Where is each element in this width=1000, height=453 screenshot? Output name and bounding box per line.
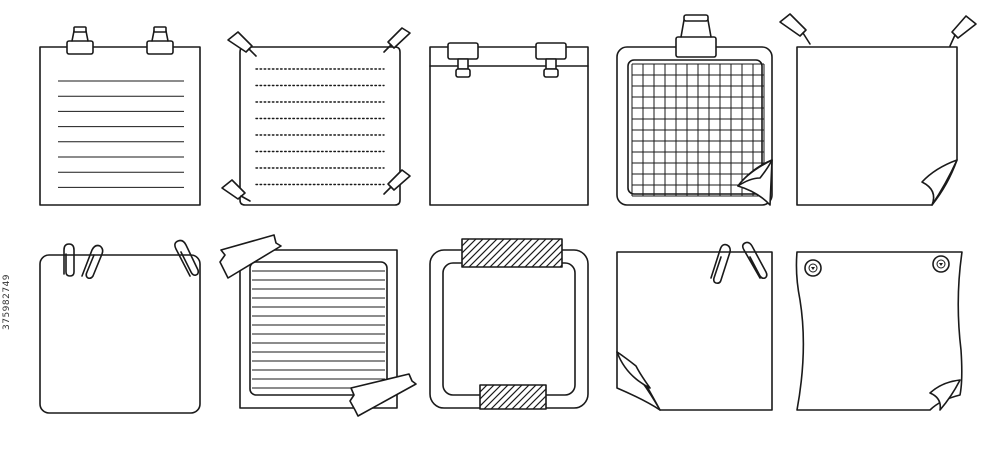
note-rule-line: [531, 239, 561, 267]
pushpin-icon: [779, 13, 811, 45]
note-rule-line: [511, 385, 537, 409]
binder-clip-icon: [66, 26, 94, 55]
paperclip-icon: [63, 243, 75, 277]
pinned-note-curled: [779, 13, 977, 206]
paperclip-icon: [81, 244, 104, 280]
note-rule-line: [482, 239, 512, 267]
thumbtack-icon: [804, 259, 822, 277]
pushpin-icon: [383, 27, 411, 53]
lined-note-binder-clips: [39, 26, 201, 206]
note-rule-line: [539, 402, 546, 409]
note-rule-line: [489, 239, 519, 267]
tape-strip: [349, 373, 417, 417]
note-rule-line: [518, 385, 544, 409]
note-rule-line: [462, 239, 491, 267]
note-rule-line: [490, 385, 516, 409]
pushpin-icon: [221, 179, 251, 202]
note-rule-line: [462, 239, 484, 261]
binder-clip-icon: [447, 42, 479, 78]
note-rule-line: [496, 239, 526, 267]
note-rule-line: [588, 239, 616, 267]
paperclip-icon: [741, 241, 768, 280]
note-rule-line: [475, 239, 505, 267]
thumbtack-icon: [932, 255, 950, 273]
note-rule-line: [532, 395, 546, 409]
grid-note-curled: [616, 14, 773, 206]
paperclip-icon: [710, 243, 731, 284]
note-rule-line: [552, 257, 562, 267]
framed-lined-note-tape: [219, 234, 417, 417]
note-rule-line: [503, 239, 533, 267]
blank-note-clamps: [429, 42, 589, 206]
tape-strip: [219, 234, 282, 279]
note-rule-line: [538, 243, 562, 267]
pushpin-icon: [383, 169, 411, 195]
binder-clip-icon: [675, 14, 717, 58]
note-rule-line: [483, 385, 509, 409]
note-rule-line: [462, 239, 477, 254]
binder-clip-icon: [146, 26, 174, 55]
note-rule-line: [517, 239, 547, 267]
note-rule-line: [497, 385, 523, 409]
pushpin-icon: [949, 15, 977, 47]
rounded-note-paperclips: [39, 239, 201, 414]
framed-note-washi-tape: [429, 238, 616, 410]
dotted-note-pushpins: [221, 27, 411, 206]
clipped-note-curled: [616, 241, 773, 411]
note-rule-line: [545, 250, 562, 267]
note-rule-line: [480, 385, 502, 407]
note-rule-line: [525, 388, 546, 409]
binder-clip-icon: [535, 42, 567, 78]
note-rule-line: [510, 239, 540, 267]
note-rule-line: [468, 239, 498, 267]
note-rule-line: [462, 239, 470, 247]
note-rule-line: [524, 239, 554, 267]
wavy-note-thumbtacks: [795, 251, 963, 411]
note-rule-line: [504, 385, 530, 409]
note-rule-line: [480, 385, 495, 400]
paperclip-icon: [174, 239, 200, 277]
pushpin-icon: [227, 31, 257, 57]
stock-id-label: 375982749: [2, 273, 12, 330]
note-rule-line: [480, 385, 488, 393]
